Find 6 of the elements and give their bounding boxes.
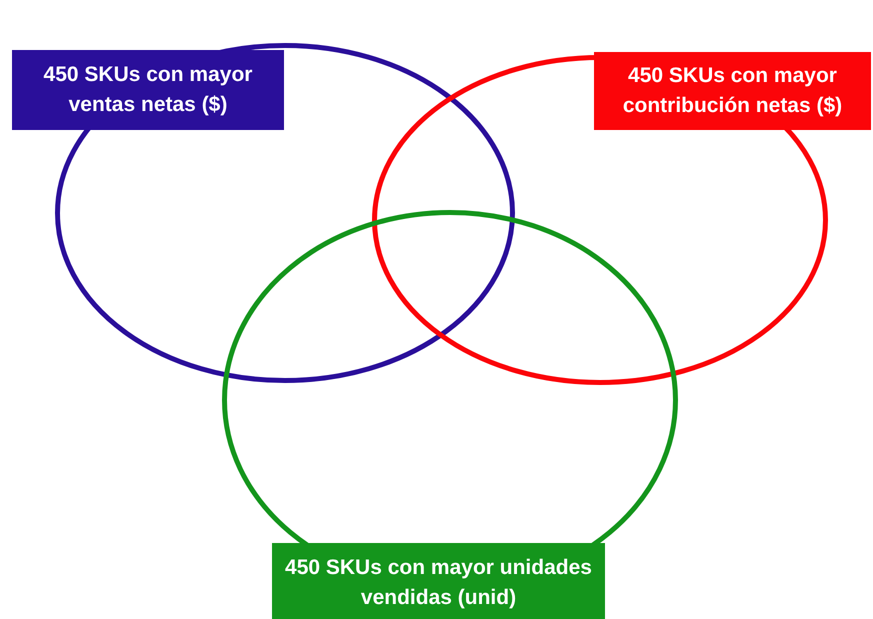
- label-box: [594, 52, 871, 130]
- set-label: 450 SKUs con mayor contribución netas ($): [622, 63, 844, 119]
- label-box: [12, 50, 284, 130]
- set-label: 450 SKUs con mayor ventas netas ($): [42, 62, 254, 118]
- label-box: [272, 543, 605, 619]
- set-label: 450 SKUs con mayor unidades vendidas (unid): [284, 555, 593, 611]
